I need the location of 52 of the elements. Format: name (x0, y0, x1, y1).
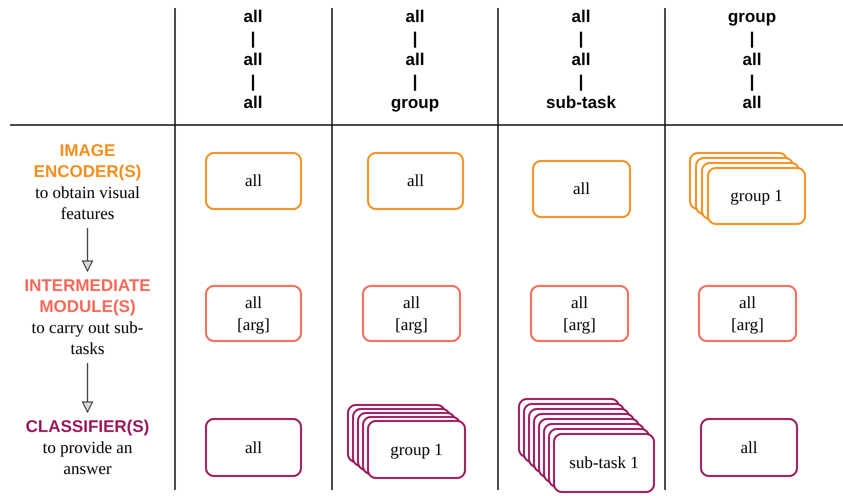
stacked-cards (518, 398, 655, 493)
module-card (532, 160, 631, 218)
column-header-text: sub-task (546, 92, 616, 113)
card-label: group 1 (730, 185, 783, 207)
module-card (362, 285, 461, 342)
column-header-text: all (244, 49, 262, 70)
column-header-text: all (742, 92, 762, 113)
column-header-text: all (244, 6, 262, 27)
column-header-text: | (412, 28, 418, 48)
column-header-text: all (572, 6, 590, 27)
column-header-text: all (572, 49, 590, 70)
module-card (367, 152, 464, 210)
card-label: all (407, 170, 424, 192)
row-description: to obtain visual features (34, 182, 141, 224)
card-label: group 1 (390, 438, 443, 460)
row-heading: IMAGE ENCODER(S) (32, 140, 142, 182)
module-card (205, 152, 302, 210)
stacked-cards (347, 404, 466, 479)
card-label: all (740, 436, 758, 458)
arrow (82, 363, 93, 412)
row-description: to carry out sub-tasks (30, 317, 144, 359)
column-header-text: group (728, 6, 776, 27)
column-header-text: all (406, 49, 424, 70)
card-label: all (245, 170, 262, 192)
stacked-cards (689, 152, 806, 225)
row-description: to provide an answer (42, 437, 134, 479)
column-header-text: | (750, 70, 754, 92)
column-header-text: | (750, 28, 754, 48)
card-label: all (245, 436, 262, 458)
column-header-text: | (578, 70, 584, 92)
row-heading: CLASSIFIER(S) (24, 416, 150, 437)
column-header-text: all (742, 49, 762, 70)
column-header-text: all (244, 92, 262, 113)
card-label: all (573, 178, 590, 200)
module-card (530, 285, 629, 342)
card-label: all [arg] (730, 292, 765, 336)
module-card (700, 418, 798, 477)
column-header-text: | (412, 70, 418, 92)
card-label: all [arg] (562, 292, 597, 336)
module-card (205, 285, 302, 342)
module-card (205, 418, 302, 477)
card-label: sub-task 1 (568, 452, 640, 474)
card-label: all [arg] (394, 292, 429, 336)
column-header-text: | (578, 28, 584, 48)
column-header-text: | (250, 70, 256, 92)
row-heading: INTERMEDIATE MODULE(S) (23, 275, 152, 317)
arrow (82, 228, 93, 272)
column-header-text: | (250, 28, 256, 48)
card-label: all [arg] (236, 292, 271, 336)
column-header-text: group (390, 92, 440, 113)
column-header-text: all (406, 6, 424, 27)
module-card (698, 285, 797, 342)
